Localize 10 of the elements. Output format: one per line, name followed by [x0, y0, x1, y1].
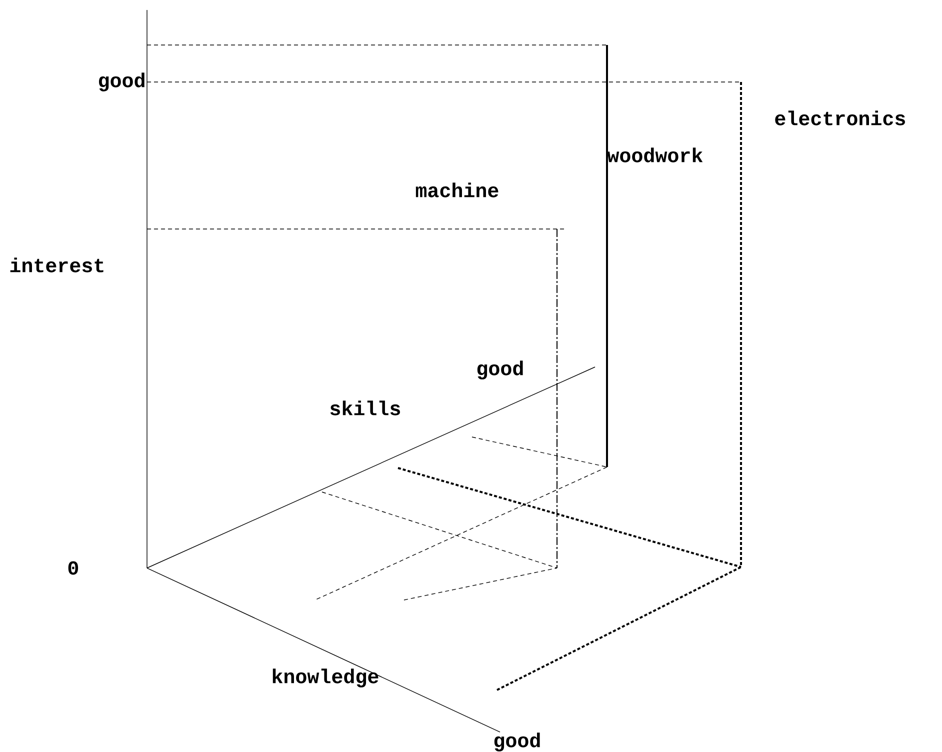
axis-label: interest [10, 258, 104, 272]
axis-label: knowledge [272, 668, 378, 688]
series-label: machine [416, 182, 498, 198]
axis-end-label: good [494, 732, 540, 752]
series-label: woodwork [607, 148, 703, 162]
series-label: electronics [775, 110, 905, 126]
axis-end-label: good [99, 72, 144, 92]
axis-end-label: good [477, 360, 523, 380]
origin-label: 0 [68, 561, 78, 575]
axis-label: skills [330, 400, 400, 416]
